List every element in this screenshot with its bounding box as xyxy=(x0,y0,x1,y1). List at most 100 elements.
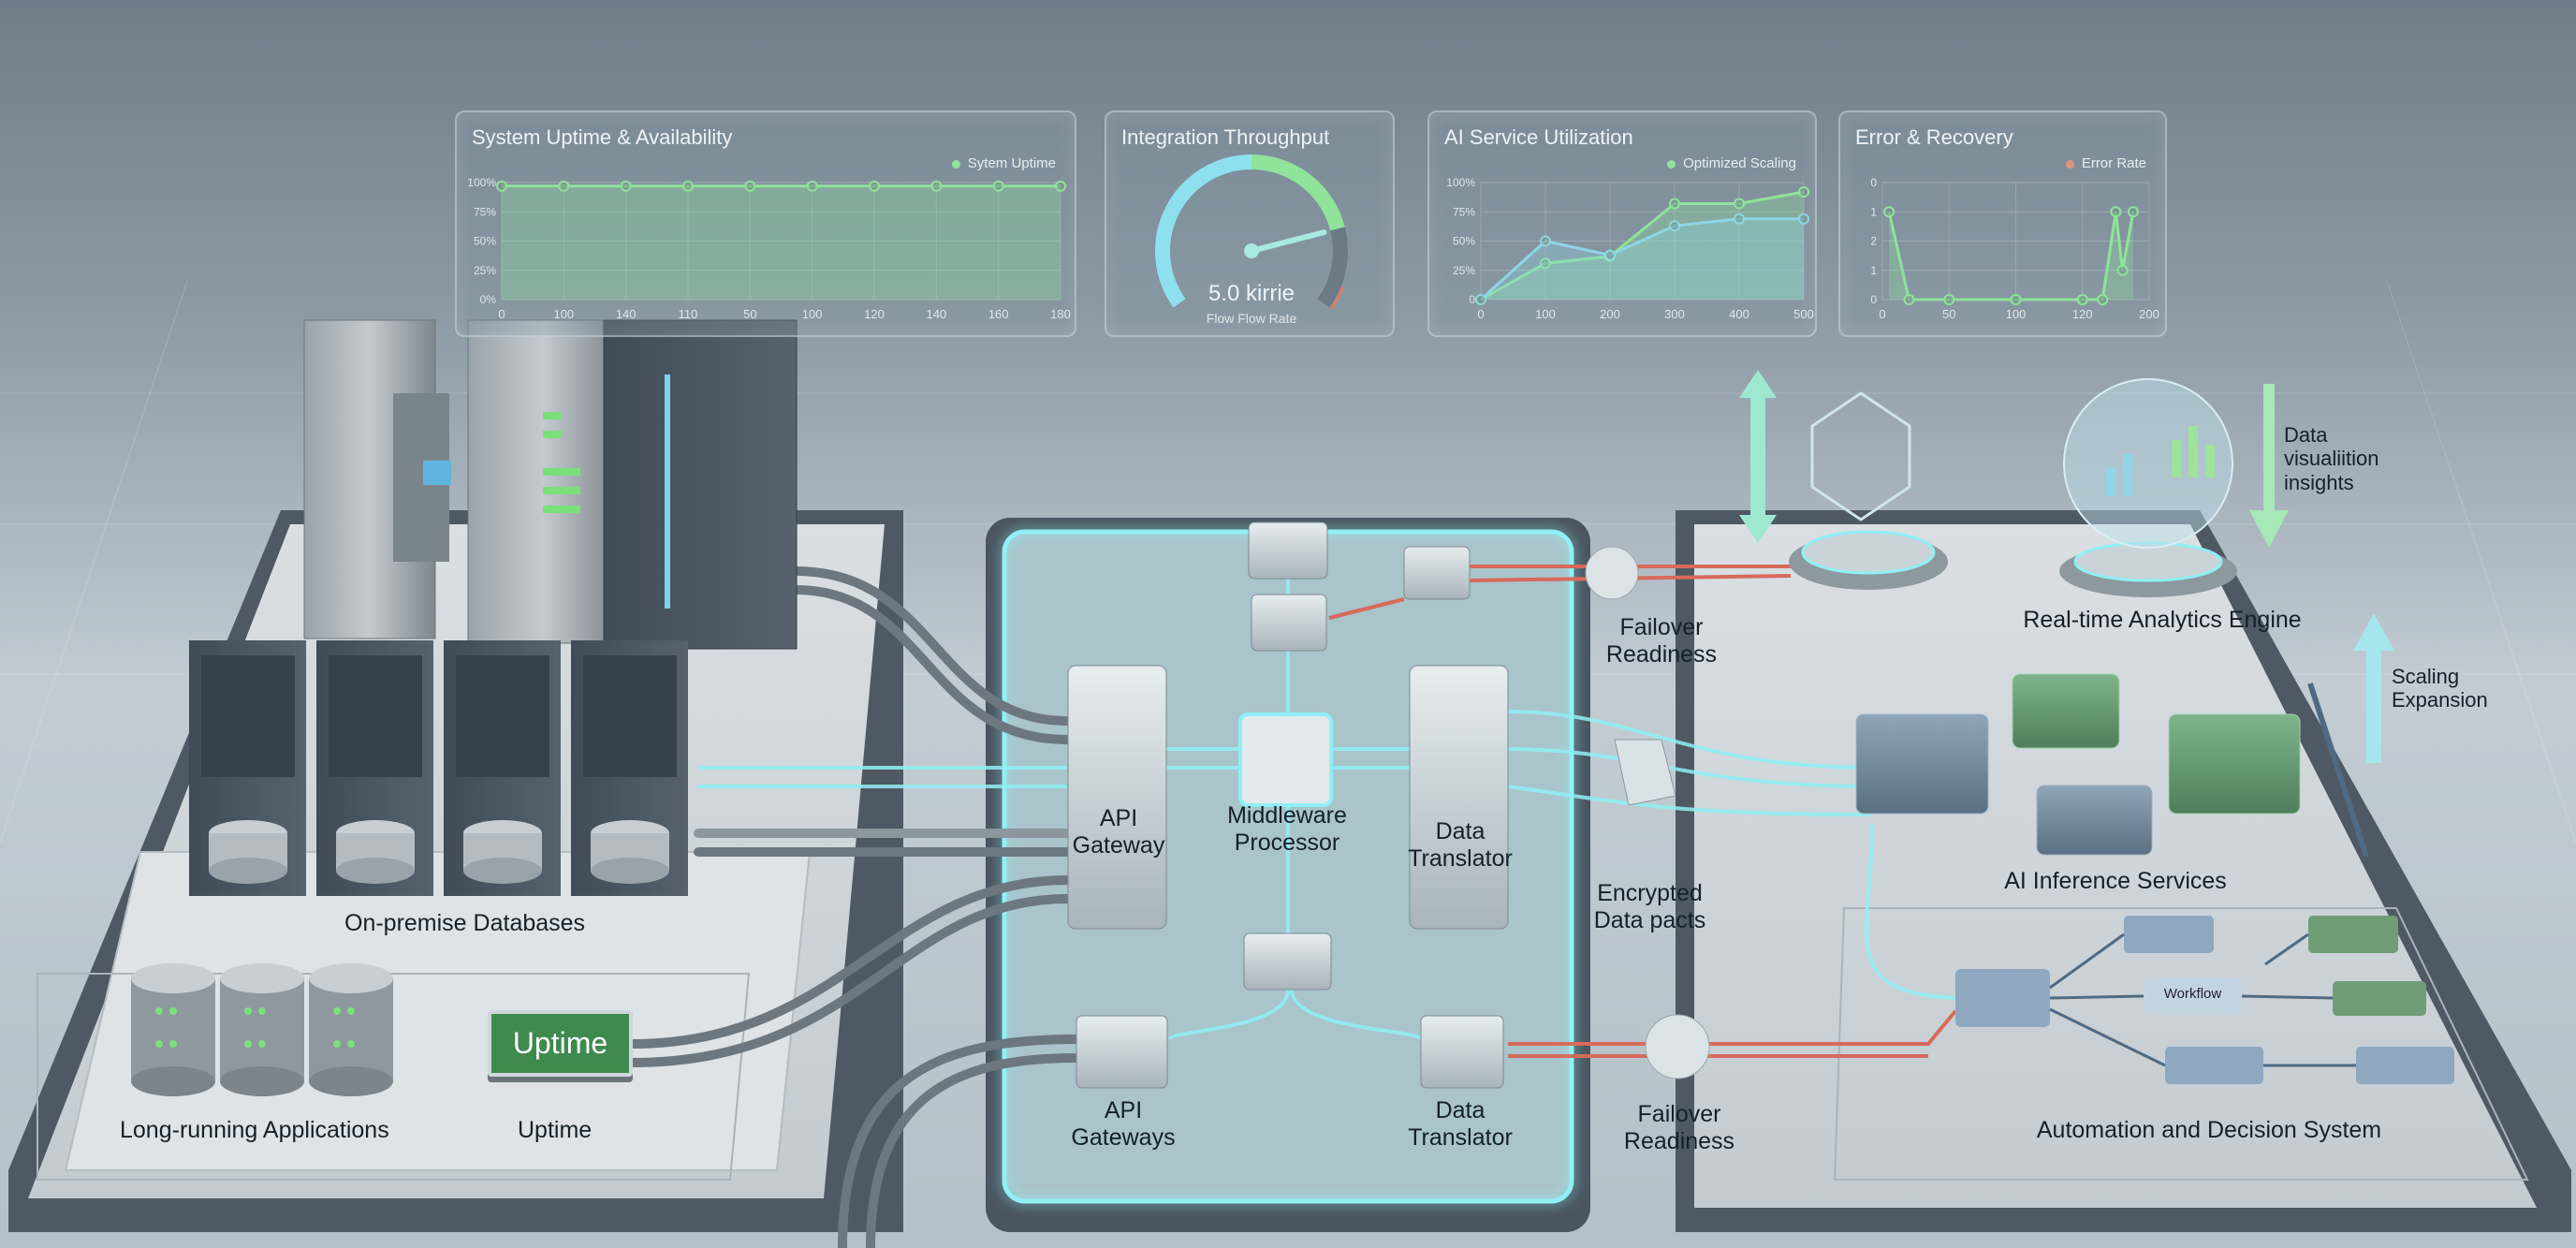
x-tick-label: 110 xyxy=(679,307,698,321)
gauge-fill-cyan xyxy=(1155,154,1252,308)
error-legend-label: Error Rate xyxy=(2081,155,2146,171)
y-tick-label: 2 xyxy=(1870,235,1877,248)
long-running-apps-label: Long-running Applications xyxy=(120,1117,389,1143)
failover-node-top xyxy=(1585,546,1639,600)
ai-utilization-panel: AI Service Utilization Optimized Scaling… xyxy=(1427,110,1817,337)
x-tick-label: 500 xyxy=(1793,307,1814,321)
encryption-shield xyxy=(1614,739,1676,806)
y-tick-label: 25% xyxy=(1453,264,1475,277)
data-point xyxy=(1604,249,1616,261)
on-premise-databases-label: On-premise Databases xyxy=(344,910,586,936)
y-tick-label: 100% xyxy=(1446,176,1475,189)
data-point xyxy=(1540,257,1551,270)
y-tick-label: 1 xyxy=(1870,264,1877,277)
scaling-expansion-label: Scaling Expansion xyxy=(2392,665,2488,712)
data-point xyxy=(2010,294,2022,305)
x-tick-label: 200 xyxy=(2139,307,2159,321)
y-tick-label: 0 xyxy=(1870,293,1877,306)
analytics-engine-label: Real-time Analytics Engine xyxy=(2023,607,2302,633)
data-point xyxy=(558,180,570,192)
data-point xyxy=(1475,294,1486,305)
data-point xyxy=(1943,294,1955,305)
data-point xyxy=(1883,206,1895,218)
x-tick-label: 120 xyxy=(2072,307,2093,321)
middleware-chips xyxy=(1067,521,1509,1089)
ai-inference-chips xyxy=(1855,673,2301,856)
data-point xyxy=(2127,206,2139,218)
ai-legend: Optimized Scaling xyxy=(1667,155,1796,171)
cables xyxy=(628,566,1081,1248)
x-tick-label: 100 xyxy=(2006,307,2027,321)
uptime-legend: Sytem Uptime xyxy=(951,155,1056,171)
data-point xyxy=(1903,294,1915,305)
x-tick-label: 140 xyxy=(616,307,637,321)
uptime-legend-label: Sytem Uptime xyxy=(967,155,1056,171)
uptime-label: Uptime xyxy=(518,1117,593,1143)
database-towers xyxy=(189,640,688,896)
x-tick-label: 0 xyxy=(1477,307,1484,321)
throughput-panel: Integration Throughput 5.0 kirrie Flow F… xyxy=(1105,110,1395,337)
x-tick-label: 100 xyxy=(553,307,574,321)
data-translator-label: Data Translator xyxy=(1408,818,1513,872)
x-tick-label: 300 xyxy=(1664,307,1685,321)
disk-stacks xyxy=(131,963,393,1096)
gauge-hub xyxy=(1244,243,1259,258)
failover-readiness-top-label: Failover Readiness xyxy=(1605,614,1718,668)
data-point xyxy=(806,180,818,192)
series-line xyxy=(1480,190,1805,301)
x-tick-label: 140 xyxy=(926,307,946,321)
data-point xyxy=(620,180,632,192)
y-tick-label: 0 xyxy=(1469,293,1475,306)
gauge-track xyxy=(1317,227,1348,308)
data-point xyxy=(2110,206,2122,218)
x-tick-label: 50 xyxy=(1942,307,1955,321)
data-point xyxy=(1669,220,1680,232)
ai-inference-label: AI Inference Services xyxy=(2004,868,2227,894)
y-tick-label: 100% xyxy=(467,176,496,189)
ai-utilization-title: AI Service Utilization xyxy=(1444,125,1633,149)
middleware-processor-label: Middleware Processor xyxy=(1227,802,1347,856)
x-tick-label: 180 xyxy=(1050,307,1071,321)
right-platform xyxy=(1676,510,2571,1232)
series-area xyxy=(1481,218,1804,300)
uptime-panel: System Uptime & Availability Sytem Uptim… xyxy=(455,110,1076,337)
data-point xyxy=(1055,180,1066,192)
arrows xyxy=(1739,370,2394,858)
throughput-caption: Flow Flow Rate xyxy=(1206,311,1297,326)
x-tick-label: 100 xyxy=(1535,307,1556,321)
data-point xyxy=(1798,186,1809,198)
series-area xyxy=(1481,192,1804,300)
data-point xyxy=(1669,198,1680,210)
uptime-button[interactable]: Uptime xyxy=(488,1010,633,1077)
x-tick-label: 50 xyxy=(743,307,756,321)
series-line xyxy=(1479,217,1804,301)
y-tick-label: 0 xyxy=(1870,176,1877,189)
throughput-value: 5.0 kirrie xyxy=(1208,281,1295,306)
x-tick-label: 0 xyxy=(1879,307,1885,321)
data-point xyxy=(2116,264,2129,276)
x-tick-label: 160 xyxy=(988,307,1009,321)
y-tick-label: 0% xyxy=(480,293,497,306)
data-point xyxy=(744,180,756,192)
y-tick-label: 25% xyxy=(474,264,496,277)
throughput-title: Integration Throughput xyxy=(1121,125,1330,149)
x-tick-label: 200 xyxy=(1600,307,1620,321)
gauge-fill-green xyxy=(1251,154,1345,231)
x-tick-label: 100 xyxy=(802,307,823,321)
error-title: Error & Recovery xyxy=(1855,125,2013,149)
encrypted-data-label: Encrypted Data pacts xyxy=(1593,880,1706,933)
series-line xyxy=(1887,211,2135,301)
x-tick-label: 120 xyxy=(864,307,885,321)
uptime-title: System Uptime & Availability xyxy=(472,125,733,149)
data-point xyxy=(682,180,694,192)
data-point xyxy=(2097,294,2109,305)
failover-node-bottom xyxy=(1645,1014,1710,1079)
server-racks xyxy=(303,319,798,650)
automation-flow xyxy=(1955,916,2454,1084)
data-point xyxy=(1798,213,1809,225)
ai-legend-label: Optimized Scaling xyxy=(1683,155,1796,171)
